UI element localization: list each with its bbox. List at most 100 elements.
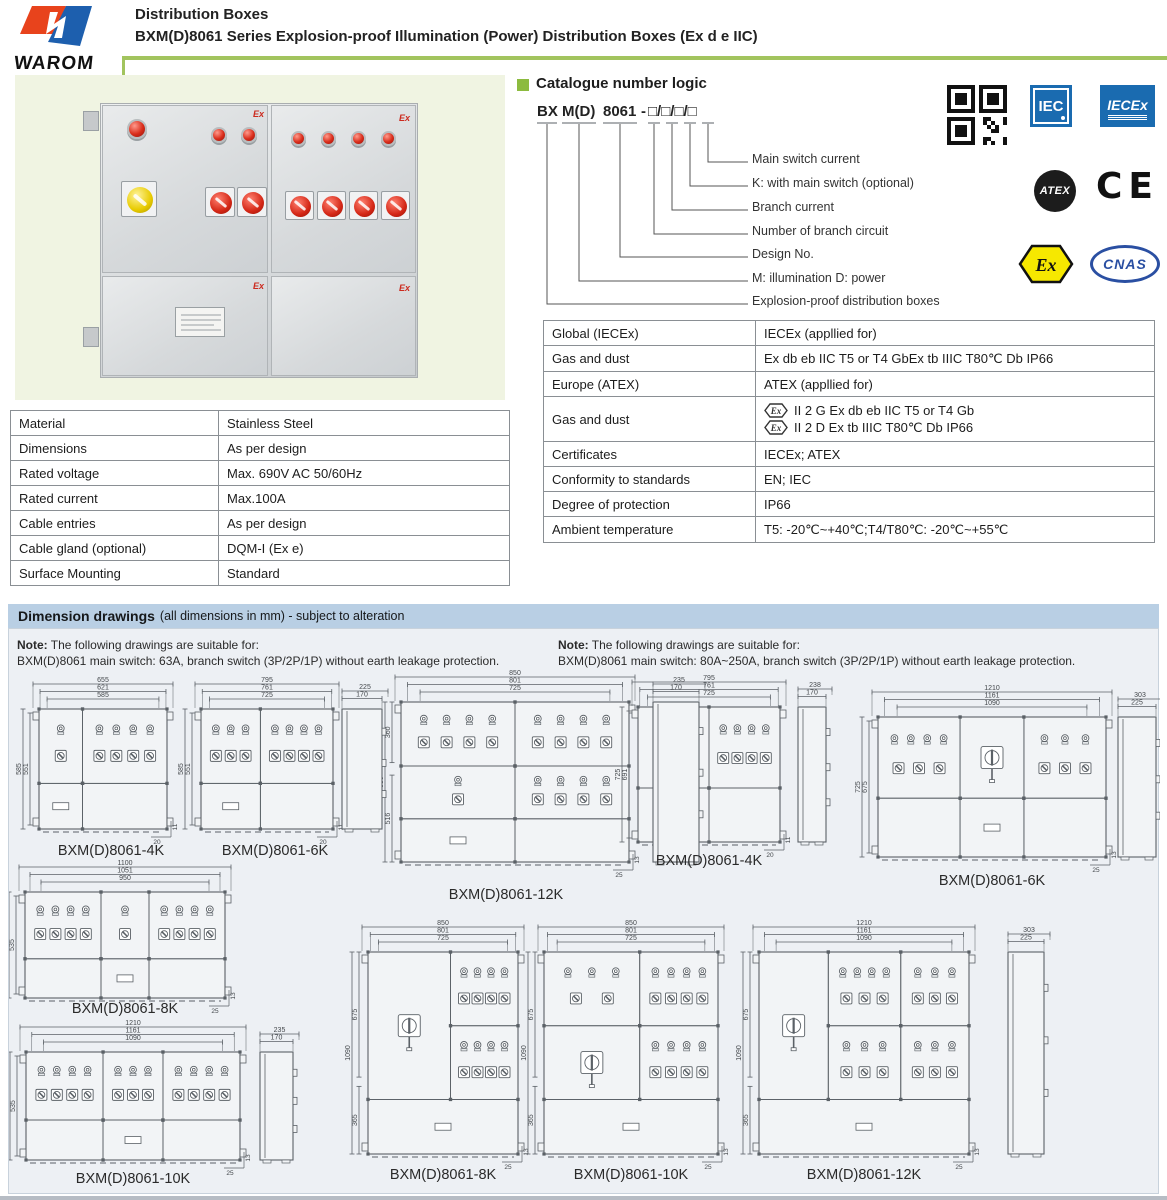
svg-text:585: 585	[9, 1100, 10, 1112]
svg-text:25: 25	[226, 1170, 234, 1177]
catalogue-code: BX M(D) 8061 - □/□/□/□	[537, 103, 777, 123]
svg-text:238: 238	[809, 682, 821, 689]
svg-text:675: 675	[352, 1009, 359, 1021]
drawing-label: BXM(D)8061-8K	[389, 1167, 497, 1183]
svg-text:20: 20	[319, 839, 327, 846]
dimension-drawing-front-2: 8508017259503605162513	[378, 670, 641, 879]
page-title: BXM(D)8061 Series Explosion-proof Illumi…	[135, 28, 758, 45]
svg-text:795: 795	[703, 675, 715, 682]
svg-text:235: 235	[673, 677, 685, 684]
spec-value: Stainless Steel	[218, 410, 510, 436]
catalogue-logic-label: K: with main switch (optional)	[752, 176, 914, 190]
door-lower-right	[271, 276, 416, 376]
code-token-dash: -	[641, 103, 646, 120]
cert-label: Degree of protection	[543, 491, 756, 517]
svg-text:950: 950	[119, 875, 131, 882]
spec-value: Standard	[218, 560, 510, 586]
product-photo: Ex Ex Ex Ex	[15, 75, 505, 400]
svg-text:1090: 1090	[521, 1045, 528, 1061]
cert-value: Ex db eb IIC T5 or T4 GbEx tb IIIC T80℃ …	[755, 345, 1155, 372]
cert-label: Conformity to standards	[543, 466, 756, 492]
svg-text:1090: 1090	[984, 700, 1000, 707]
svg-text:225: 225	[1131, 700, 1143, 707]
branch-switch-plate	[381, 191, 410, 220]
ex-hexagon-icon: Ex	[764, 420, 788, 435]
cnas-logo-text: CNAS	[1103, 256, 1147, 272]
svg-text:621: 621	[97, 685, 109, 692]
spec-label: Dimensions	[10, 435, 219, 461]
branch-switch-plate	[205, 187, 235, 217]
svg-text:725: 725	[625, 935, 637, 942]
indicator-dome	[351, 131, 366, 146]
drawing-label: BXM(D)8061-10K	[573, 1167, 689, 1183]
svg-text:25: 25	[615, 872, 623, 879]
svg-text:535: 535	[10, 1100, 17, 1112]
svg-text:585: 585	[97, 692, 109, 699]
svg-text:850: 850	[625, 920, 637, 927]
catalogue-logic-label: Number of branch circuit	[752, 224, 889, 238]
svg-text:20: 20	[766, 852, 774, 859]
spec-value: DQM-I (Ex e)	[218, 535, 510, 561]
indicator-dome	[291, 131, 306, 146]
spec-value: Max. 690V AC 50/60Hz	[218, 460, 510, 486]
svg-text:585: 585	[16, 763, 23, 775]
svg-text:170: 170	[806, 690, 818, 697]
cert-label: Certificates	[543, 441, 756, 467]
svg-text:801: 801	[509, 678, 521, 685]
svg-text:25: 25	[1092, 867, 1100, 874]
code-token-8061: 8061	[603, 103, 637, 120]
spec-label: Surface Mounting	[10, 560, 219, 586]
svg-text:535: 535	[9, 939, 16, 951]
svg-text:691: 691	[622, 769, 629, 781]
spec-row: Cable gland (optional)DQM-I (Ex e)	[10, 535, 510, 561]
atex-logo: ATEX	[1034, 170, 1076, 212]
drawing-label: BXM(D)8061-4K	[57, 843, 165, 859]
ex-mark-text: Ex	[399, 113, 411, 123]
catalogue-logic-lines	[537, 122, 748, 305]
catalogue-logic-label: Branch current	[752, 200, 834, 214]
cnas-logo: CNAS	[1090, 245, 1160, 283]
ex-mark-text: Ex	[399, 283, 411, 293]
svg-text:1210: 1210	[856, 920, 872, 927]
cert-value: IP66	[755, 491, 1155, 517]
svg-text:13: 13	[1111, 851, 1118, 859]
catalogue-logic-label: Main switch current	[752, 152, 860, 166]
drawing-label: BXM(D)8061-8K	[71, 1001, 179, 1017]
spec-value: As per design	[218, 435, 510, 461]
header-rule-corner	[122, 56, 125, 78]
svg-text:551: 551	[23, 763, 30, 775]
note-63a: Note: The following drawings are suitabl…	[17, 638, 500, 668]
drawing-label: BXM(D)8061-10K	[75, 1171, 191, 1187]
cert-value: IECEx (appllied for)	[755, 320, 1155, 346]
cert-label: Gas and dust	[543, 345, 756, 372]
svg-text:585: 585	[178, 763, 185, 775]
svg-text:725: 725	[703, 690, 715, 697]
svg-text:725: 725	[509, 685, 521, 692]
spec-label: Material	[10, 410, 219, 436]
svg-text:516: 516	[385, 813, 392, 825]
svg-text:1090: 1090	[345, 1045, 352, 1061]
cert-table: Global (IECEx)IECEx (appllied for)Gas an…	[543, 320, 1155, 543]
svg-text:1210: 1210	[125, 1020, 141, 1027]
catalogue-logic-label: Design No.	[752, 247, 814, 261]
svg-text:25: 25	[955, 1164, 963, 1171]
iecex-logo: IECEx	[1100, 85, 1155, 127]
warom-logo-mark	[20, 6, 92, 46]
cert-value: EN; IEC	[755, 466, 1155, 492]
ex-mark-text: Ex	[253, 109, 265, 119]
svg-text:801: 801	[437, 928, 449, 935]
svg-text:25: 25	[211, 1008, 219, 1015]
dimension-drawings-title: Dimension drawings	[18, 608, 155, 624]
